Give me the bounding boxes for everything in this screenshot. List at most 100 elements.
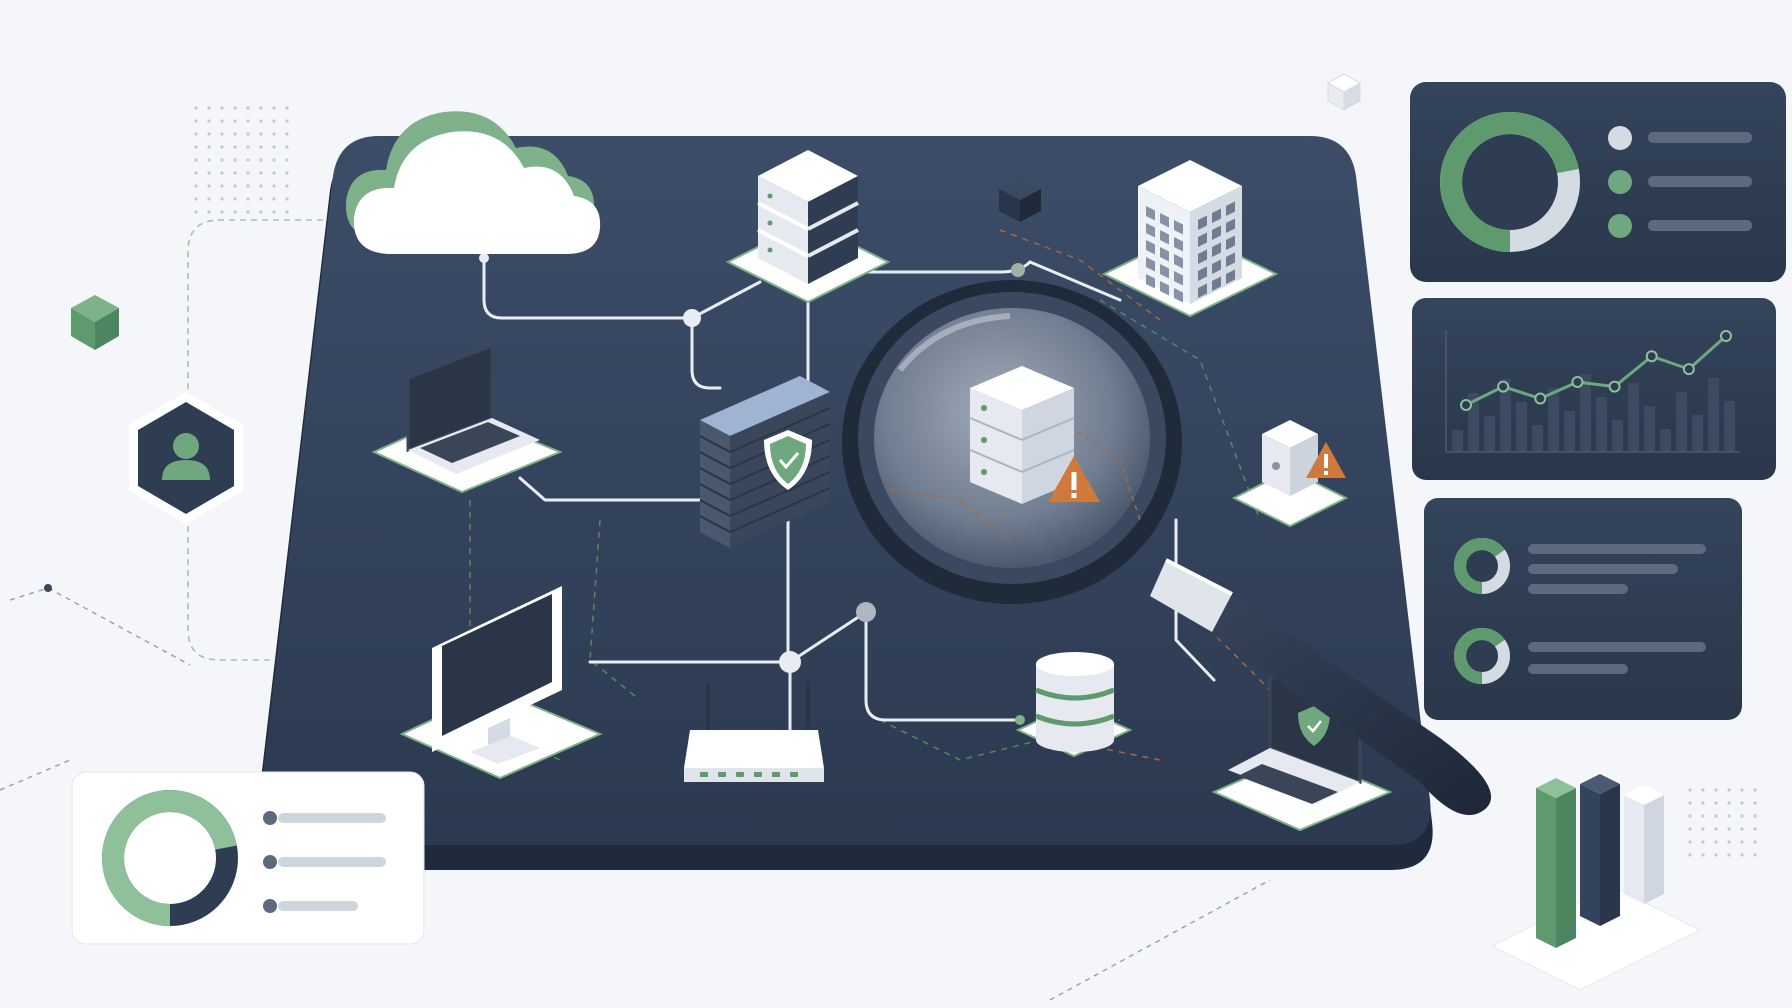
cube-icon [71, 295, 119, 350]
grid-dot [1727, 853, 1731, 857]
grid-dot [246, 158, 250, 162]
link-junctions [479, 253, 1025, 725]
background-bar [1660, 429, 1671, 452]
grid-dot [1714, 788, 1718, 792]
small-donut-panel [1424, 498, 1742, 720]
grid-dot [259, 210, 263, 214]
grid-dot [1727, 814, 1731, 818]
router-led [700, 772, 708, 777]
grid-dot [259, 106, 263, 110]
magnifier-handle [1150, 558, 1492, 816]
building-window [1226, 252, 1235, 267]
grid-dot [194, 119, 198, 123]
building-window [1160, 281, 1169, 296]
grid-dot [272, 132, 276, 136]
grid-dot [220, 171, 224, 175]
grid-dot [207, 184, 211, 188]
grid-dot [1701, 788, 1705, 792]
grid-dot [1701, 840, 1705, 844]
router-led [754, 772, 762, 777]
trend-point [1608, 380, 1621, 393]
grid-dot [207, 158, 211, 162]
dashed-connector [1049, 879, 1271, 1001]
office-building-icon [1138, 160, 1242, 304]
building-window [1226, 235, 1235, 250]
grid-dot [220, 210, 224, 214]
donut-segment [1440, 112, 1580, 252]
grid-dot [246, 210, 250, 214]
building-window [1212, 225, 1221, 240]
grid-dot [259, 197, 263, 201]
brick-line [699, 515, 731, 533]
background-dot-grid [194, 106, 1757, 857]
bar-column [1624, 785, 1664, 904]
grid-dot [1714, 801, 1718, 805]
grid-dot [1701, 814, 1705, 818]
trend-point [1720, 330, 1732, 342]
grid-dot [1688, 853, 1692, 857]
grid-dot [1701, 853, 1705, 857]
router-node [684, 682, 824, 782]
grid-dot [233, 210, 237, 214]
grid-dot [233, 158, 237, 162]
building-window [1226, 218, 1235, 233]
grid-dot [259, 184, 263, 188]
background-bar [1644, 406, 1655, 452]
brick-line [699, 483, 731, 501]
grid-dot [194, 184, 198, 188]
background-bar [1708, 378, 1719, 452]
grid-dot [246, 132, 250, 136]
wifi-router-icon [684, 682, 824, 782]
trend-point [1534, 392, 1547, 405]
bar-column [1536, 778, 1576, 948]
trend-point [1645, 350, 1658, 363]
user-icon [162, 433, 210, 480]
grid-dot [194, 158, 198, 162]
grid-dot [259, 158, 263, 162]
background-bar [1452, 430, 1463, 452]
database-node [1015, 652, 1133, 758]
grid-dot [259, 145, 263, 149]
desktop-monitor-icon [432, 586, 562, 764]
donut-chart-small [1454, 538, 1510, 594]
building-window [1174, 254, 1183, 269]
grid-dot [220, 158, 224, 162]
donut-segment [1454, 628, 1510, 684]
grid-dot [272, 171, 276, 175]
background-bar [1612, 420, 1623, 452]
building-window [1198, 249, 1207, 264]
grid-dot [272, 145, 276, 149]
brick-line [699, 435, 731, 453]
building-window [1146, 223, 1155, 238]
donut-stats-panel [1410, 82, 1786, 282]
building-window [1174, 288, 1183, 303]
grid-dot [233, 119, 237, 123]
grid-dot [1753, 827, 1757, 831]
shield-check-icon [1298, 706, 1330, 746]
building-window [1146, 240, 1155, 255]
grid-dot [194, 145, 198, 149]
grid-dot [1714, 853, 1718, 857]
grid-dot [194, 106, 198, 110]
firewall-node [699, 376, 831, 548]
grid-dot [1740, 814, 1744, 818]
background-bar [1468, 393, 1479, 452]
grid-dot [194, 210, 198, 214]
grid-dot [1753, 788, 1757, 792]
trend-line [1465, 334, 1727, 407]
background-bar [1692, 415, 1703, 452]
grid-dot [272, 184, 276, 188]
grid-dot [1753, 814, 1757, 818]
iot-device-node [1231, 420, 1349, 528]
grid-dot [285, 145, 289, 149]
grid-dot [1714, 814, 1718, 818]
brick-line [699, 451, 731, 469]
donut-chart-large [1440, 112, 1580, 252]
building-window [1212, 242, 1221, 257]
router-led [772, 772, 780, 777]
server-rack-icon [757, 150, 859, 284]
grid-dot [285, 171, 289, 175]
background-bar [1580, 374, 1591, 452]
grid-dot [246, 145, 250, 149]
